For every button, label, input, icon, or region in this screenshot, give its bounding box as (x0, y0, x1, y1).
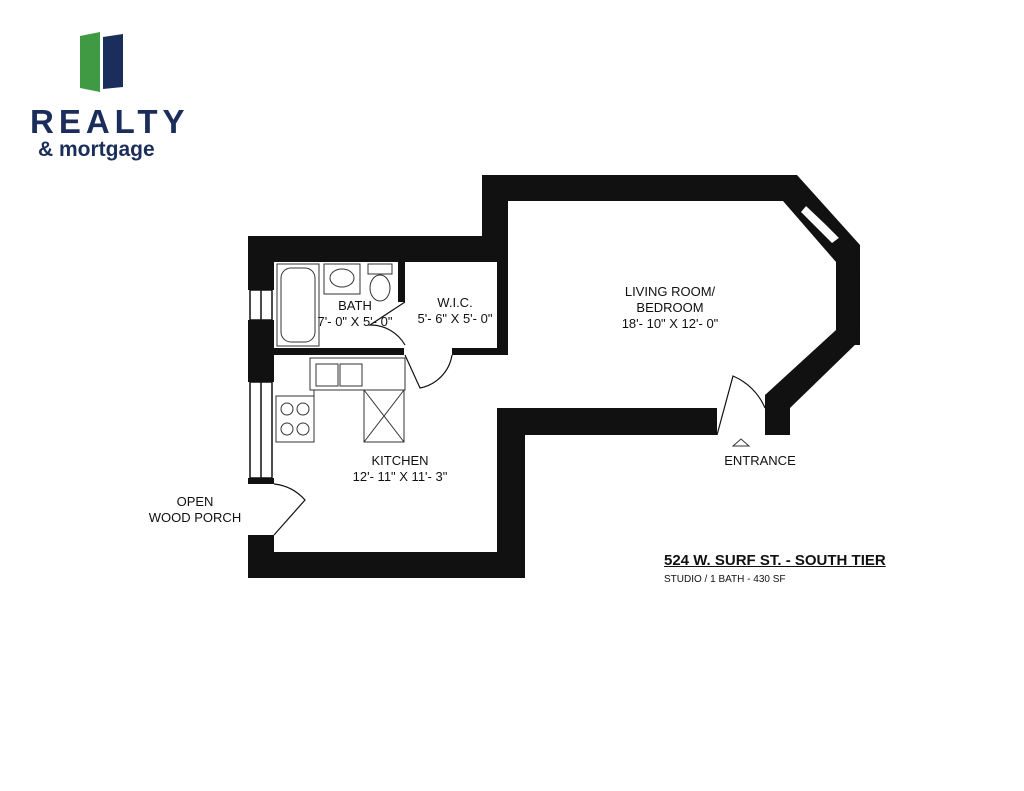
entrance-arrow-icon (731, 438, 751, 447)
fixtures (275, 263, 751, 447)
wic-label: W.I.C. 5'- 6" X 5'- 0" (415, 295, 495, 327)
bath-sink (323, 263, 361, 295)
bath-dims: 7'- 0" X 5'- 0" (317, 314, 393, 329)
stove (275, 395, 315, 443)
living-label: LIVING ROOM/ BEDROOM 18'- 10" X 12'- 0" (600, 284, 740, 332)
kitchen-label: KITCHEN 12'- 11" X 11'- 3" (345, 453, 455, 485)
bath-name: BATH (338, 298, 372, 313)
bath-label: BATH 7'- 0" X 5'- 0" (305, 298, 405, 330)
walls (248, 175, 860, 578)
living-name2: BEDROOM (636, 300, 704, 315)
kitchen-counter (309, 357, 406, 391)
logo-text: REALTY (30, 103, 190, 140)
entrance-label: ENTRANCE (724, 453, 796, 468)
toilet (367, 263, 393, 275)
living-dims: 18'- 10" X 12'- 0" (621, 316, 719, 331)
porch-label: OPEN WOOD PORCH (140, 494, 250, 526)
bathtub (276, 263, 320, 347)
porch-line1: OPEN (176, 494, 214, 509)
logo-subtext: & mortgage (38, 138, 155, 161)
porch-line2: WOOD PORCH (148, 510, 242, 525)
doors (273, 301, 766, 536)
listing-subtitle: STUDIO / 1 BATH - 430 SF (664, 574, 786, 585)
kitchen-name: KITCHEN (371, 453, 429, 468)
living-name: LIVING ROOM/ (624, 284, 716, 299)
kitchen-dims: 12'- 11" X 11'- 3" (352, 469, 448, 484)
windows (249, 203, 859, 479)
fridge (363, 389, 405, 443)
wic-name: W.I.C. (437, 295, 473, 310)
logo-mark (80, 32, 123, 92)
listing-title: 524 W. SURF ST. - SOUTH TIER (664, 552, 886, 569)
wic-dims: 5'- 6" X 5'- 0" (417, 311, 493, 326)
